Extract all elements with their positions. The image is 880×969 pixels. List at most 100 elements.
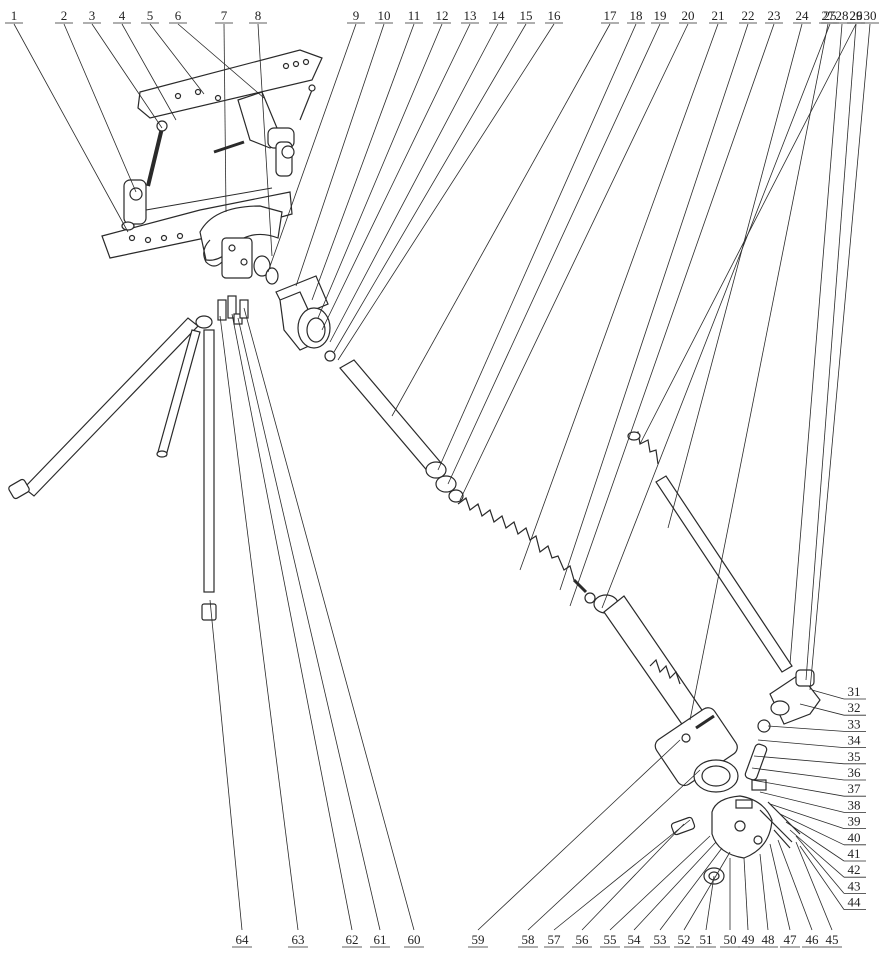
leader-line-54 (633, 841, 717, 931)
leader-line-11 (311, 23, 415, 301)
callout-label-5: 5 (147, 8, 154, 23)
callout-label-40: 40 (848, 830, 861, 845)
leader-line-12 (317, 23, 443, 319)
pump-cylinder (603, 595, 739, 793)
roller-block-left (121, 179, 147, 231)
leader-line-29 (805, 23, 857, 681)
leader-line-19 (447, 23, 661, 485)
callout-label-25: 25 (824, 8, 837, 23)
callout-label-10: 10 (378, 8, 391, 23)
callout-label-28: 28 (836, 8, 849, 23)
leader-line-45 (795, 841, 833, 931)
leader-line-6 (177, 23, 265, 99)
leader-line-56 (581, 823, 685, 931)
handle-tube-short (156, 329, 201, 458)
callout-label-55: 55 (604, 932, 617, 947)
callout-label-13: 13 (464, 8, 477, 23)
link-rod (145, 120, 273, 211)
callout-label-29: 29 (850, 8, 863, 23)
leader-line-61 (237, 317, 381, 931)
callout-label-35: 35 (848, 749, 861, 764)
callout-label-39: 39 (848, 814, 861, 829)
leader-line-26 (639, 23, 857, 445)
leader-line-41 (785, 821, 845, 862)
callout-label-56: 56 (576, 932, 590, 947)
callout-label-9: 9 (353, 8, 360, 23)
callout-label-49: 49 (742, 932, 755, 947)
leader-line-28 (789, 23, 843, 665)
callout-label-50: 50 (724, 932, 737, 947)
callout-label-11: 11 (408, 8, 421, 23)
leader-line-24 (667, 23, 803, 529)
callout-label-43: 43 (848, 878, 861, 893)
leader-line-14 (329, 23, 499, 343)
leader-line-57 (553, 819, 691, 931)
callout-label-3: 3 (89, 8, 96, 23)
leader-line-7 (223, 23, 227, 213)
callout-label-42: 42 (848, 862, 861, 877)
leader-line-33 (767, 725, 845, 732)
leader-line-44 (799, 845, 845, 910)
leader-line-13 (321, 23, 471, 331)
callout-label-14: 14 (492, 8, 506, 23)
leader-line-62 (231, 313, 353, 931)
leader-line-36 (751, 767, 845, 781)
leader-line-23 (569, 23, 775, 607)
callout-label-52: 52 (678, 932, 691, 947)
leader-line-46 (777, 839, 813, 931)
callout-label-59: 59 (472, 932, 485, 947)
return-spring (457, 497, 575, 581)
leader-line-38 (759, 791, 845, 813)
leader-line-9 (267, 23, 357, 273)
leader-line-64 (209, 599, 243, 931)
leader-line-48 (759, 853, 769, 931)
callout-label-12: 12 (436, 8, 449, 23)
leader-line-27 (689, 23, 829, 721)
leader-line-20 (459, 23, 689, 501)
callout-label-4: 4 (119, 8, 126, 23)
callout-label-37: 37 (848, 781, 862, 796)
callout-label-26: 26 (850, 8, 864, 23)
callout-label-54: 54 (628, 932, 642, 947)
callout-label-34: 34 (848, 733, 862, 748)
leader-line-32 (799, 703, 845, 716)
leader-line-4 (121, 23, 177, 121)
handle-tube-left (8, 317, 199, 500)
callout-label-22: 22 (742, 8, 755, 23)
callout-label-30: 30 (864, 8, 877, 23)
callout-label-51: 51 (700, 932, 713, 947)
leader-line-16 (337, 23, 555, 361)
leader-line-15 (333, 23, 527, 353)
callout-label-45: 45 (826, 932, 839, 947)
leader-line-39 (769, 803, 845, 829)
callout-label-57: 57 (548, 932, 562, 947)
leader-line-25 (601, 23, 831, 609)
callout-label-62: 62 (346, 932, 359, 947)
callout-label-46: 46 (806, 932, 820, 947)
callout-label-20: 20 (682, 8, 695, 23)
hinge-bracket (213, 84, 316, 177)
pump-base (670, 795, 773, 885)
callout-label-48: 48 (762, 932, 775, 947)
callout-label-6: 6 (175, 8, 182, 23)
plunger-parts (735, 719, 801, 849)
callout-label-38: 38 (848, 797, 861, 812)
leader-line-10 (295, 23, 385, 287)
callout-label-2: 2 (61, 8, 68, 23)
leader-line-53 (659, 847, 723, 931)
callout-label-8: 8 (255, 8, 262, 23)
leader-line-60 (243, 307, 415, 931)
callout-label-60: 60 (408, 932, 421, 947)
leader-line-5 (149, 23, 205, 95)
extension-tube (195, 315, 217, 621)
leader-line-35 (753, 755, 845, 765)
leader-line-63 (219, 315, 299, 931)
leader-line-2 (63, 23, 137, 193)
leader-line-49 (743, 857, 749, 931)
leader-line-42 (789, 829, 845, 878)
callout-label-36: 36 (848, 765, 862, 780)
leader-line-37 (751, 779, 845, 797)
callout-label-15: 15 (520, 8, 533, 23)
